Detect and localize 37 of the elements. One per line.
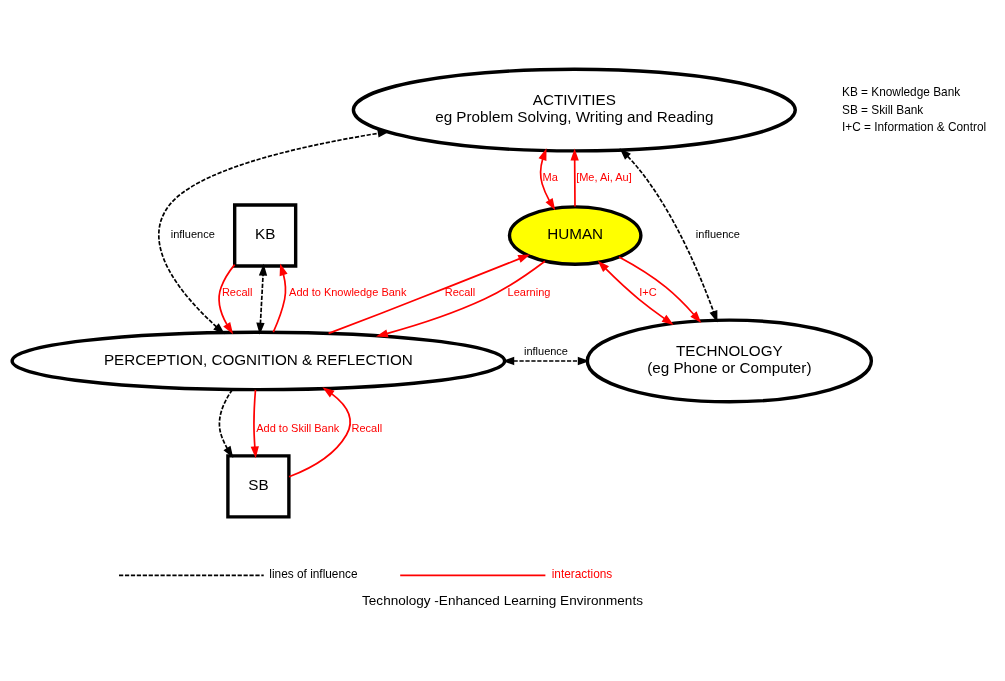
node-ellipse: ACTIVITIES eg Problem Solving, Writing and Reading xyxy=(351,67,797,153)
arrow xyxy=(538,147,556,210)
edge-label: Recall xyxy=(444,285,476,298)
edge-label: Recall xyxy=(221,285,253,298)
edge-label: [Me, Ai, Au] xyxy=(576,170,632,183)
edge-label: Recall xyxy=(351,421,383,434)
legend-label: interactions xyxy=(551,566,613,581)
node-ellipse: TECHNOLOGY (eg Phone or Computer) xyxy=(585,318,874,403)
edge-label: Learning xyxy=(507,285,551,298)
caption: Technology -Enhanced Learning Environments xyxy=(362,592,643,608)
arrow xyxy=(288,386,351,478)
label: KB = Knowledge Bank xyxy=(842,84,961,99)
arrow xyxy=(218,388,234,458)
edge-label: Add to Knowledge Bank xyxy=(289,285,407,298)
edge-label: Ma xyxy=(542,170,558,183)
arrow xyxy=(618,255,702,323)
node-box: KB xyxy=(233,202,298,268)
arrow xyxy=(256,263,268,335)
arrow xyxy=(272,263,288,333)
arrow xyxy=(502,356,590,365)
arrow xyxy=(218,263,236,334)
label: I+C = Information & Control xyxy=(842,119,987,134)
legend-label: lines of influence xyxy=(269,566,358,581)
edge-label: influence xyxy=(523,344,568,357)
edge-label: influence xyxy=(695,227,740,240)
arrow xyxy=(250,388,259,458)
node-box: SB xyxy=(226,453,291,519)
arrow xyxy=(327,254,531,334)
edge-label: Add to Skill Bank xyxy=(256,421,340,434)
arrow xyxy=(619,147,718,323)
arrow xyxy=(597,260,674,325)
arrow xyxy=(376,259,546,337)
arrow xyxy=(157,128,390,334)
label: SB = Skill Bank xyxy=(842,102,924,117)
edge-label: influence xyxy=(170,227,215,240)
edge-label: I+C xyxy=(639,285,657,298)
arrow xyxy=(570,148,579,207)
